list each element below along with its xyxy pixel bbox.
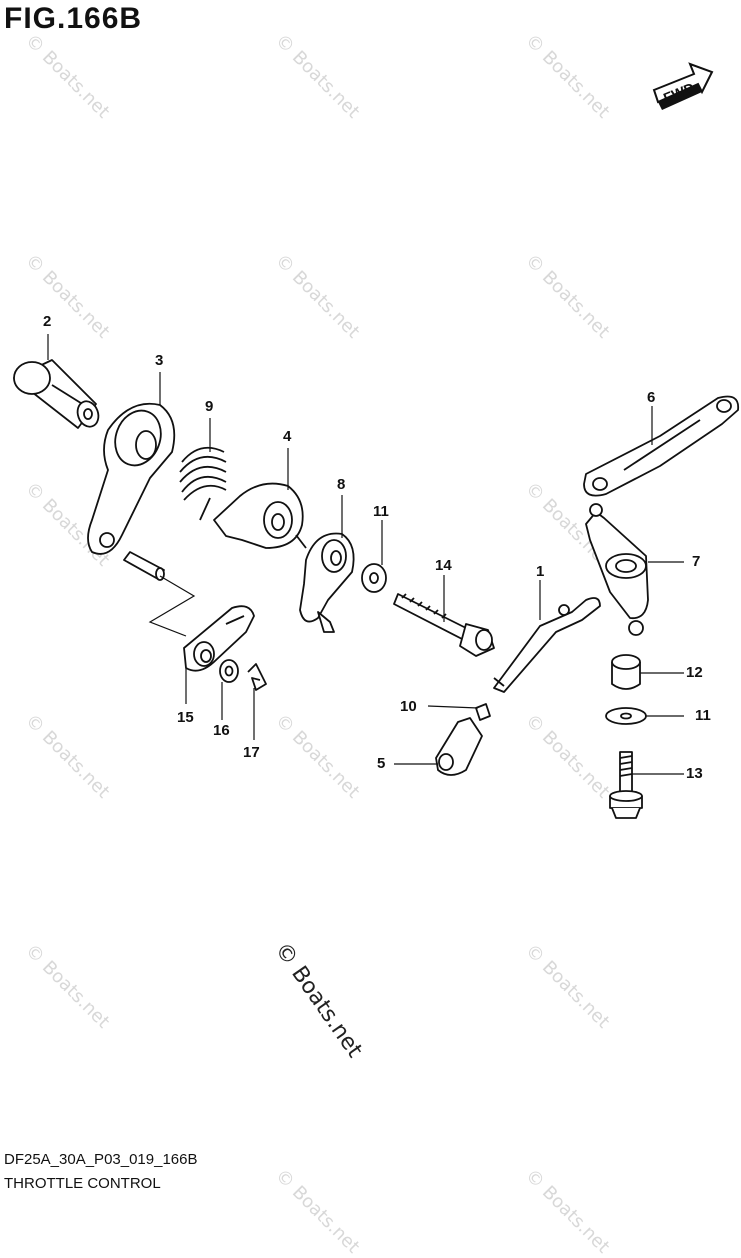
part-13-bolt bbox=[609, 751, 643, 819]
callout-11-lower: 11 bbox=[695, 707, 711, 724]
callout-7: 7 bbox=[692, 553, 701, 570]
part-9-spring bbox=[179, 446, 227, 521]
part-6-link bbox=[583, 395, 740, 497]
part-17-clip bbox=[247, 663, 267, 691]
callout-13: 13 bbox=[686, 765, 703, 782]
part-3-lever bbox=[87, 402, 176, 555]
part-14-bolt bbox=[393, 593, 495, 657]
callout-16: 16 bbox=[213, 722, 230, 739]
leader-lines bbox=[47, 334, 684, 775]
callout-9: 9 bbox=[205, 398, 214, 415]
callout-6: 6 bbox=[647, 389, 656, 406]
callout-12: 12 bbox=[686, 664, 703, 681]
callout-4: 4 bbox=[283, 428, 292, 445]
callout-5: 5 bbox=[377, 755, 386, 772]
part-16-washer bbox=[219, 659, 239, 683]
callout-1-rod: 1 bbox=[536, 563, 545, 580]
callout-15: 15 bbox=[177, 709, 194, 726]
callout-14: 14 bbox=[435, 557, 452, 574]
fwd-arrow-icon: FWD bbox=[652, 62, 714, 110]
figure-code: DF25A_30A_P03_019_166B bbox=[4, 1151, 198, 1168]
part-5-joint bbox=[435, 717, 483, 776]
callout-17: 17 bbox=[243, 744, 260, 761]
part-pin bbox=[123, 551, 165, 581]
part-4-cam bbox=[213, 482, 307, 549]
callout-3: 3 bbox=[155, 352, 164, 369]
part-1-rod bbox=[493, 597, 601, 693]
callout-11-upper: 11 bbox=[373, 503, 389, 520]
part-15-lever bbox=[183, 605, 255, 672]
part-11-washer bbox=[361, 563, 387, 593]
callout-1: 2 bbox=[43, 313, 52, 330]
part-8-lever bbox=[299, 532, 355, 633]
figure-title: FIG.166B bbox=[4, 2, 143, 35]
part-12-bushing bbox=[611, 654, 641, 690]
part-10-collar bbox=[475, 703, 491, 721]
figure-name: THROTTLE CONTROL bbox=[4, 1175, 161, 1192]
callout-8: 8 bbox=[337, 476, 346, 493]
part-2-collar bbox=[13, 359, 100, 429]
parts-diagram bbox=[13, 334, 740, 819]
part-7-lever bbox=[585, 503, 649, 636]
callout-10: 10 bbox=[400, 698, 417, 715]
part-11-washer-lower bbox=[605, 707, 647, 725]
